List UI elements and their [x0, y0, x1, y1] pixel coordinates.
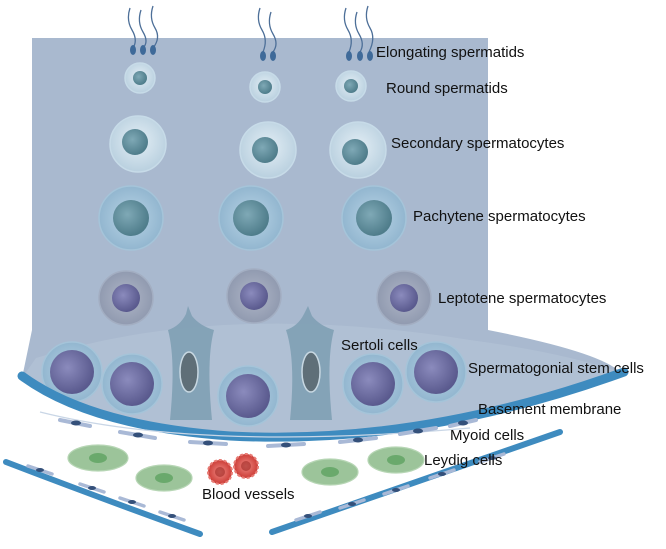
label-secondary-spermatocytes: Secondary spermatocytes — [391, 135, 564, 152]
elongating-spermatid-heads — [130, 45, 373, 61]
label-blood-vessels: Blood vessels — [202, 486, 295, 503]
leydig-cells — [67, 444, 425, 492]
label-basement-membrane: Basement membrane — [478, 401, 621, 418]
secondary-spermatocytes — [109, 115, 387, 179]
label-spermatogonial-stem-cells: Spermatogonial stem cells — [468, 360, 644, 377]
elongating-spermatids — [127, 5, 374, 53]
spermatogonial-stem-cells — [41, 341, 467, 427]
sertoli-cells — [168, 306, 334, 420]
myoid-cells — [39, 411, 478, 448]
label-elongating-spermatids: Elongating spermatids — [376, 44, 524, 61]
lower-tubule-walls — [3, 429, 563, 537]
label-pachytene-spermatocytes: Pachytene spermatocytes — [413, 208, 586, 225]
label-myoid-cells: Myoid cells — [450, 427, 524, 444]
label-leydig-cells: Leydig cells — [424, 452, 502, 469]
blood-vessels — [207, 453, 259, 485]
label-round-spermatids: Round spermatids — [386, 80, 508, 97]
round-spermatids — [124, 62, 367, 103]
leptotene-spermatocytes — [98, 268, 432, 326]
pachytene-spermatocytes — [98, 185, 407, 251]
label-sertoli-cells: Sertoli cells — [341, 337, 418, 354]
label-leptotene-spermatocytes: Leptotene spermatocytes — [438, 290, 606, 307]
